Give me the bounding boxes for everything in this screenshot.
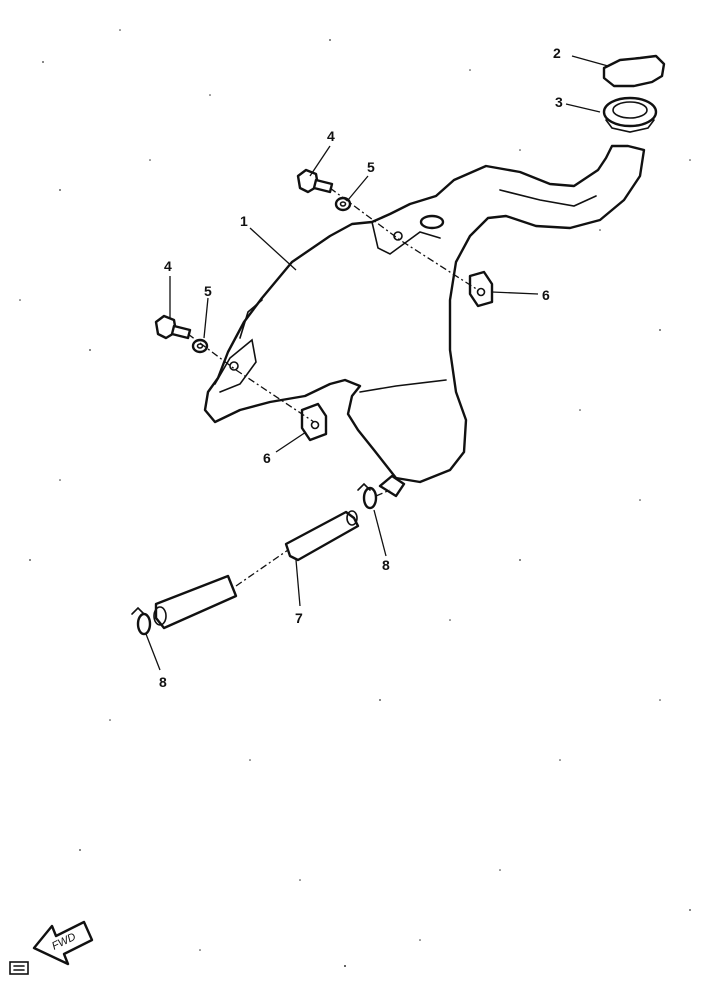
forward-arrow-icon: FWD: [32, 920, 94, 966]
callout-6-upper: 6: [542, 287, 550, 303]
hose-upper: [284, 510, 360, 562]
scan-noise: [19, 29, 691, 967]
filler-grommet: [602, 96, 658, 133]
callout-4-lower: 4: [164, 258, 172, 274]
clip-nut-upper: [468, 270, 494, 308]
corner-mark: [9, 961, 29, 975]
callout-labels: 1 2 3 4 4 5 5 6 6 7 8 8: [159, 45, 563, 690]
callout-3: 3: [555, 94, 563, 110]
leader-lines: [145, 55, 609, 671]
oil-tank: [203, 144, 646, 498]
callout-8-upper: 8: [382, 557, 390, 573]
callout-7: 7: [295, 610, 303, 626]
hose-clip-upper: [357, 482, 378, 510]
callout-5-lower: 5: [204, 283, 212, 299]
callout-4-upper: 4: [327, 128, 335, 144]
callout-5-upper: 5: [367, 159, 375, 175]
callout-2: 2: [553, 45, 561, 61]
assembly-lines: [187, 187, 479, 587]
hose-lower: [153, 574, 238, 630]
tank-cap: [602, 54, 666, 88]
bolt-lower: [154, 314, 192, 340]
hose-clip-lower: [131, 606, 152, 636]
callout-6-lower: 6: [263, 450, 271, 466]
callout-8-lower: 8: [159, 674, 167, 690]
washer-lower: [191, 338, 209, 354]
callout-1: 1: [240, 213, 248, 229]
bolt-upper: [296, 168, 334, 194]
